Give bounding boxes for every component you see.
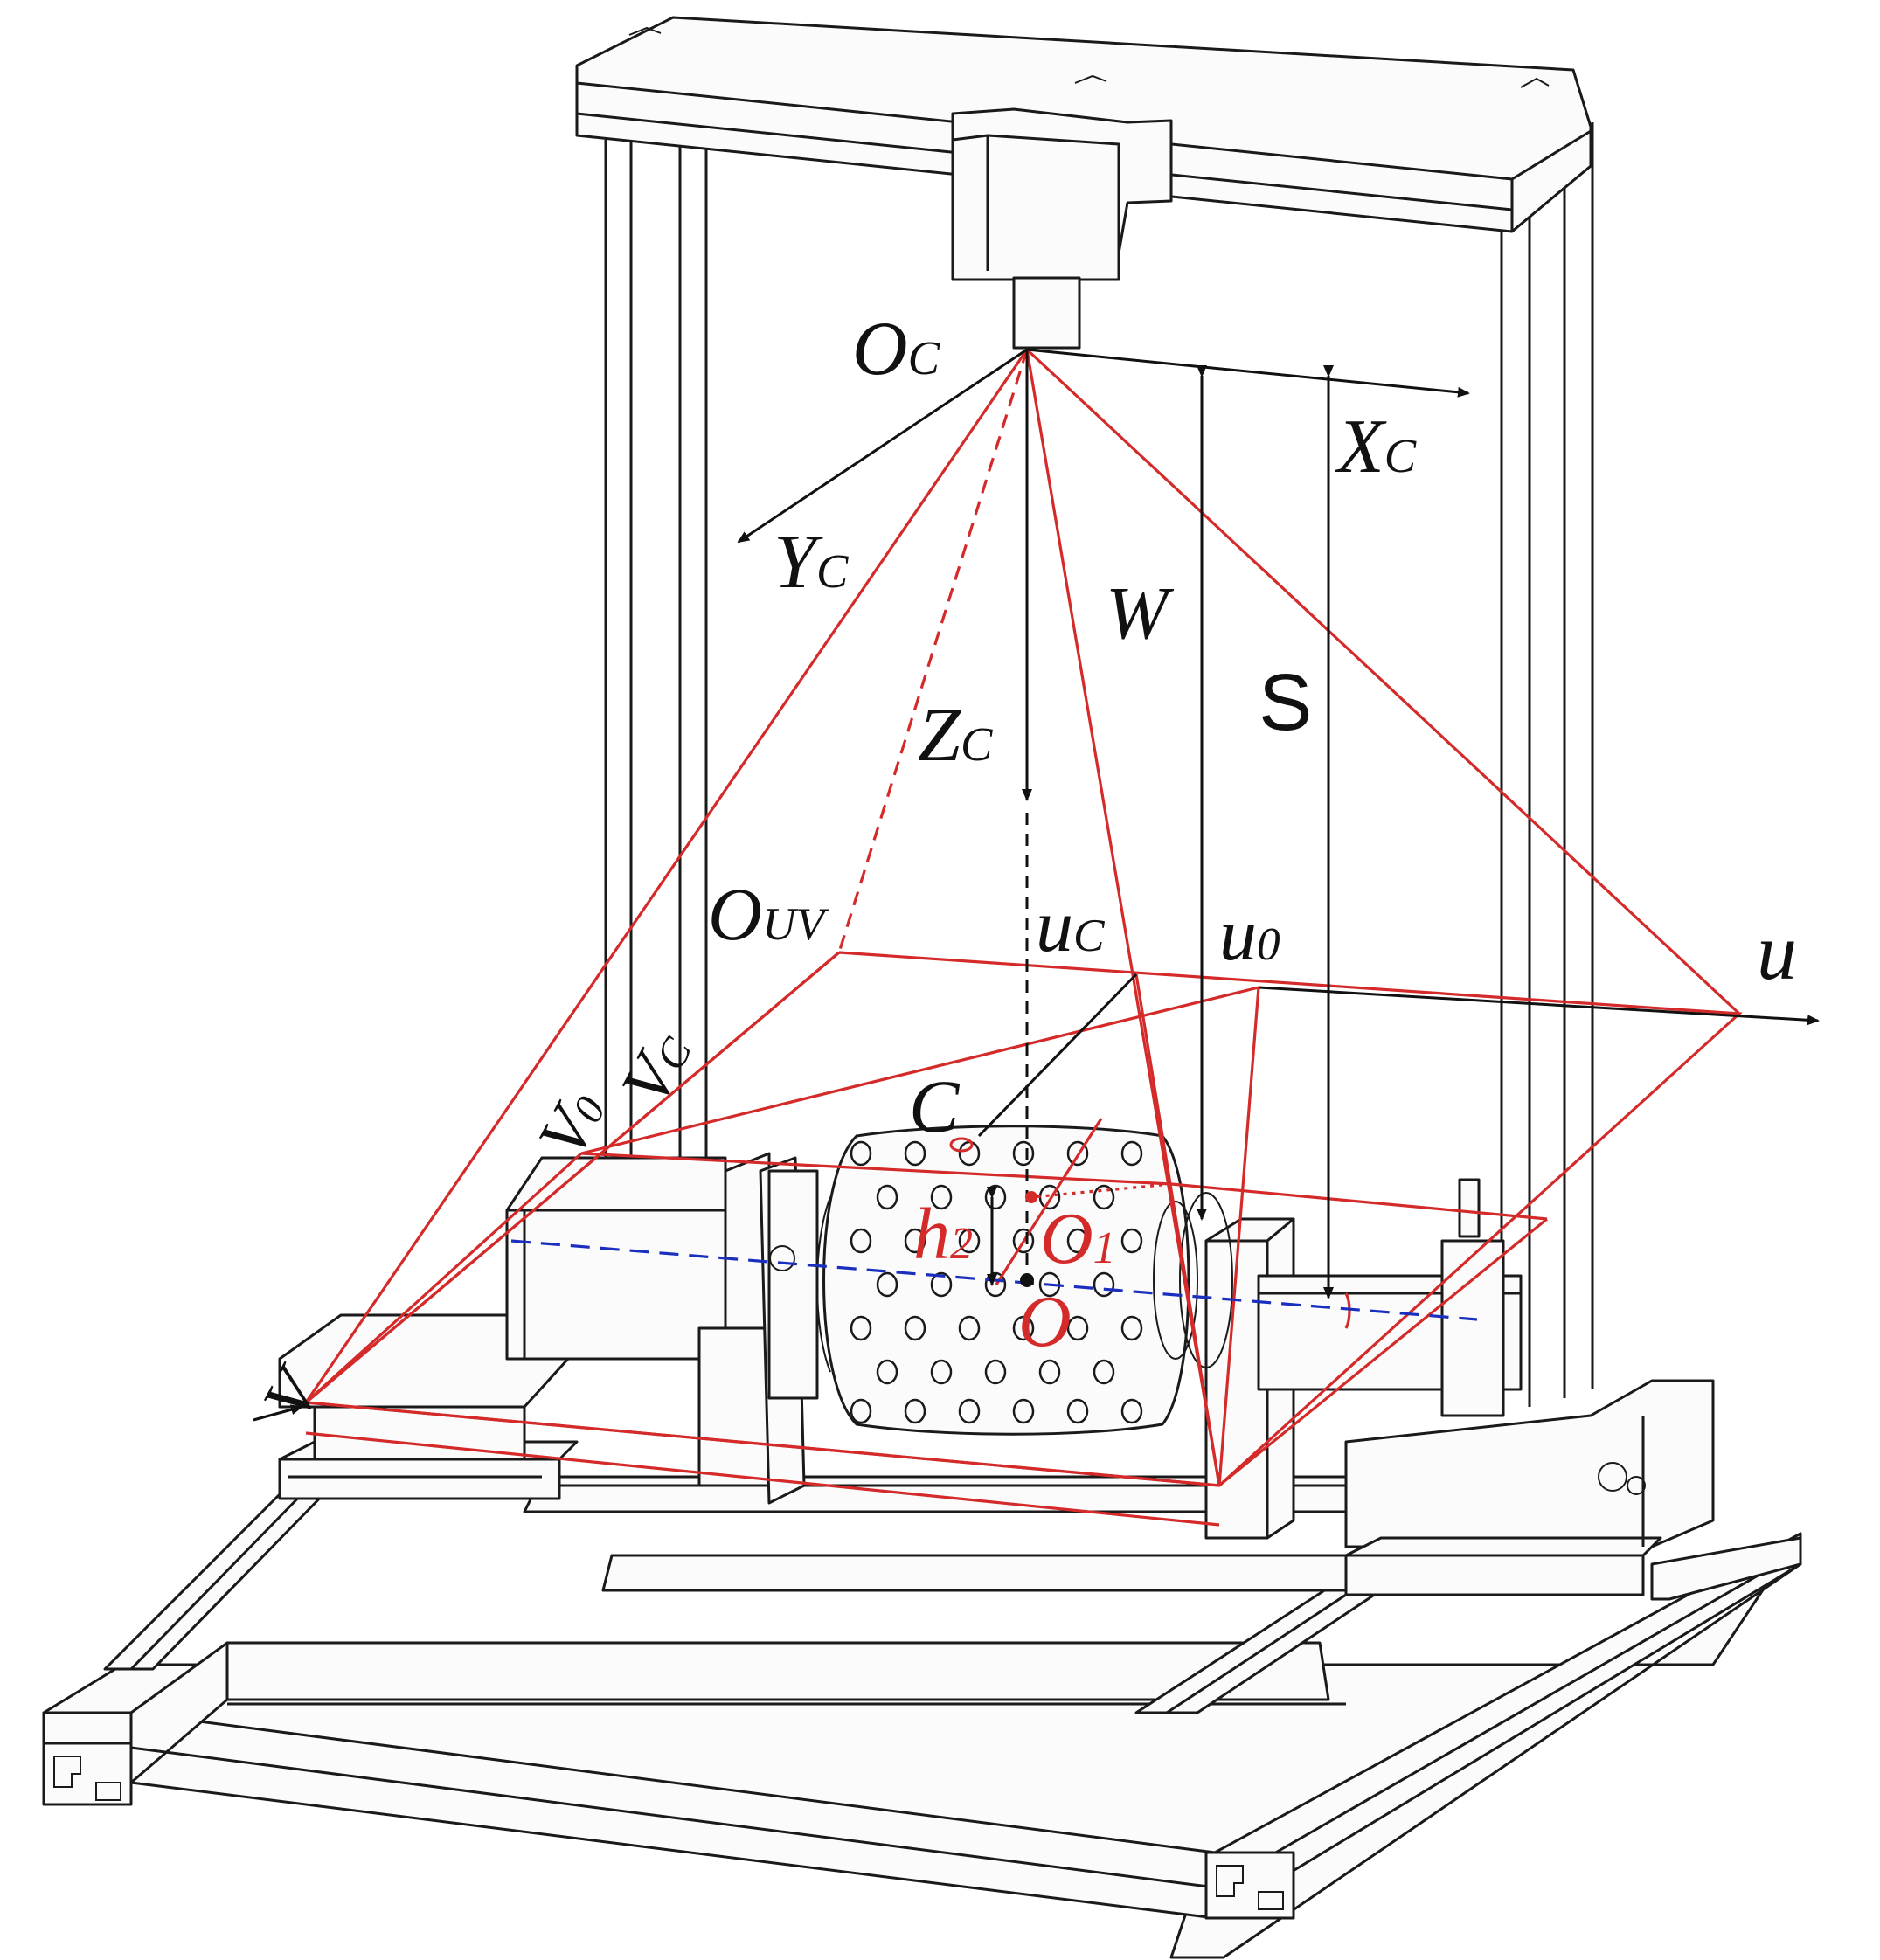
drum-hole [904,1228,926,1254]
label-u-c: uC [1036,883,1106,967]
left-slide-block [278,1313,579,1500]
label-v-c: VC [606,1019,706,1117]
drum-hole [1066,1140,1089,1167]
label-z-axis: ZC [918,693,993,778]
drum-hole [1066,1228,1089,1254]
drum-hole [1038,1359,1061,1385]
label-point-c: C [909,1064,961,1148]
vertical-posts [604,105,1594,1407]
drum-hole [904,1315,926,1341]
x-axis-arrow [1026,348,1470,398]
v-axis-arrow [253,1404,303,1422]
drum-hole [930,1359,953,1385]
perforated-drum-icon [767,1125,1233,1436]
drum-flange-left [767,1169,819,1400]
c-leader-line [977,973,1138,1138]
drum-hole [1012,1140,1035,1167]
y-axis-arrow [737,348,1028,544]
drum-hole [850,1228,872,1254]
drum-hole [1120,1315,1143,1341]
drum-hole [1012,1228,1035,1254]
drum-hole [1093,1359,1115,1385]
u-axis-arrow [1258,986,1820,1026]
drum-hole [850,1140,872,1167]
drum-hole [876,1359,898,1385]
point-o1 [1025,1191,1037,1203]
drum-hole [1066,1398,1089,1424]
camera-body-icon [951,107,1173,350]
drum-hole [876,1184,898,1210]
ray-to-u [1025,348,1741,1015]
camera-axes [253,348,1820,1422]
corner-extrusion-left [42,1742,133,1806]
label-h2: h2 [913,1194,973,1275]
u0-line [580,986,1259,1155]
drum-hole [904,1398,926,1424]
drum-hole [930,1271,953,1298]
label-u-0: u0 [1219,892,1280,976]
drum-hole [850,1398,872,1424]
drum-hole [1120,1140,1143,1167]
label-u-axis: u [1757,907,1797,996]
label-image-origin: OUV [708,872,829,956]
label-o: O [1018,1281,1072,1362]
right-slide-block [1344,1379,1715,1596]
drum-hole [904,1140,926,1167]
ray-to-v [304,349,1029,1403]
ray-to-ouv [837,349,1029,953]
camera-lens [1012,276,1081,350]
drum-hole [1120,1228,1143,1254]
corner-extrusion-right [1204,1851,1295,1920]
drum-hole [1093,1271,1115,1298]
point-c [949,1137,974,1153]
drum-hole [1120,1398,1143,1424]
drum-hole [1066,1315,1089,1341]
label-y-axis: YC [774,520,849,605]
right-bracket [1204,1178,1523,1540]
label-o1: O1 [1040,1198,1116,1279]
label-camera-origin: OC [852,307,940,391]
drum-hole [958,1228,981,1254]
label-x-axis: XC [1335,405,1417,489]
drum-hole [876,1271,898,1298]
rotation-arrow [1344,1292,1351,1329]
drum-hole [958,1398,981,1424]
drum-hole [1093,1184,1115,1210]
drum-hole [1012,1315,1035,1341]
drum-hole [850,1315,872,1341]
label-w: W [1106,571,1175,654]
label-s: S [1259,658,1312,747]
drum-hole [930,1184,953,1210]
drum-hole [1012,1398,1035,1424]
drum-hole [958,1315,981,1341]
drum-hole [984,1359,1007,1385]
point-o [1020,1273,1034,1287]
projection-geometry [302,348,1743,1527]
